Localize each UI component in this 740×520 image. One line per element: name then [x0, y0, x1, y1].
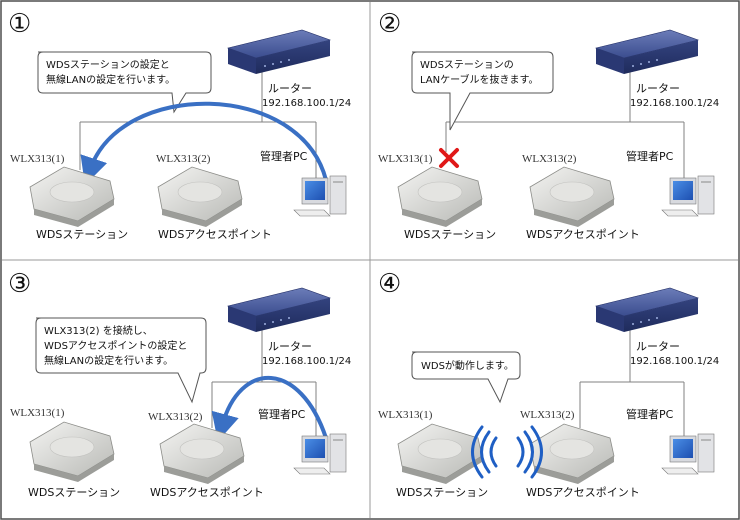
- ap2-role-label: WDSアクセスポイント: [526, 228, 640, 241]
- ap1-role-label: WDSステーション: [404, 228, 496, 241]
- pc-icon: [661, 433, 715, 475]
- step-number: ②: [378, 9, 401, 39]
- callout-line-3: 無線LANの設定を行います。: [44, 354, 173, 367]
- router-label: ルーター: [636, 340, 680, 353]
- panel-step-4: ④ ルーター 192.168.100.1/24 WDSが動作します。: [378, 269, 719, 499]
- access-point-icon: [397, 166, 483, 227]
- ap2-model-name: WLX313(2): [148, 411, 203, 423]
- ap1-model-name: WLX313(1): [378, 153, 433, 165]
- router-icon: [226, 287, 332, 332]
- callout-line-2: LANケーブルを抜きます。: [420, 73, 539, 86]
- ap1-model-name: WLX313(1): [10, 407, 65, 419]
- pc-label: 管理者PC: [260, 149, 308, 163]
- config-arrow: [80, 101, 328, 186]
- router-ip: 192.168.100.1/24: [630, 356, 719, 367]
- panel-step-2: ② ルーター 192.168.100.1/24 WDSステーションの LANケー…: [378, 9, 719, 241]
- access-point-icon: [157, 166, 243, 227]
- access-point-icon: [529, 423, 615, 484]
- access-point-icon: [159, 423, 245, 484]
- ap2-role-label: WDSアクセスポイント: [526, 486, 640, 499]
- pc-label: 管理者PC: [626, 149, 674, 163]
- callout-bubble: WDSが動作します。: [411, 351, 521, 404]
- pc-icon: [661, 175, 715, 217]
- config-arrow: [211, 375, 328, 442]
- wireless-signal-icon: [471, 425, 543, 479]
- callout-bubble: WDSステーションの設定と 無線LANの設定を行います。: [37, 51, 212, 114]
- ap1-role-label: WDSステーション: [28, 486, 120, 499]
- callout-line-1: WLX313(2) を接続し、: [44, 324, 153, 337]
- ap2-model-name: WLX313(2): [156, 153, 211, 165]
- callout-line-2: 無線LANの設定を行います。: [46, 73, 175, 86]
- pc-label: 管理者PC: [258, 407, 306, 421]
- router-ip: 192.168.100.1/24: [630, 98, 719, 109]
- panel-step-3: ③ ルーター 192.168.100.1/24 WLX313(2) を接続し、 …: [8, 269, 351, 499]
- ap2-role-label: WDSアクセスポイント: [158, 228, 272, 241]
- router-icon: [594, 287, 700, 332]
- pc-icon: [293, 433, 347, 475]
- callout-bubble: WDSステーションの LANケーブルを抜きます。: [411, 51, 554, 131]
- access-point-icon: [529, 166, 615, 227]
- callout-line-1: WDSステーションの設定と: [46, 58, 170, 71]
- ap1-model-name: WLX313(1): [10, 153, 65, 165]
- ap1-role-label: WDSステーション: [36, 228, 128, 241]
- callout-bubble: WLX313(2) を接続し、 WDSアクセスポイントの設定と 無線LANの設定…: [35, 317, 207, 404]
- ap2-role-label: WDSアクセスポイント: [150, 486, 264, 499]
- router-label: ルーター: [268, 340, 312, 353]
- ap1-role-label: WDSステーション: [396, 486, 488, 499]
- ap2-model-name: WLX313(2): [522, 153, 577, 165]
- callout-line-1: WDSが動作します。: [421, 359, 514, 372]
- step-number: ③: [8, 269, 31, 299]
- callout-line-1: WDSステーションの: [420, 60, 514, 71]
- access-point-icon: [29, 166, 115, 227]
- ap1-model-name: WLX313(1): [378, 409, 433, 421]
- router-icon: [226, 29, 332, 74]
- cross-mark-icon: [439, 148, 459, 168]
- panel-step-1: ① ルーター 192.168.100.1/24 WDSステーションの設定と 無線…: [8, 9, 351, 241]
- access-point-icon: [29, 421, 115, 482]
- step-number: ①: [8, 9, 31, 39]
- access-point-icon: [397, 423, 483, 484]
- router-ip: 192.168.100.1/24: [262, 356, 351, 367]
- router-icon: [594, 29, 700, 74]
- pc-label: 管理者PC: [626, 407, 674, 421]
- router-label: ルーター: [636, 82, 680, 95]
- pc-icon: [293, 175, 347, 217]
- step-number: ④: [378, 269, 401, 299]
- callout-line-2: WDSアクセスポイントの設定と: [44, 339, 187, 352]
- ap2-model-name: WLX313(2): [520, 409, 575, 421]
- router-ip: 192.168.100.1/24: [262, 98, 351, 109]
- router-label: ルーター: [268, 82, 312, 95]
